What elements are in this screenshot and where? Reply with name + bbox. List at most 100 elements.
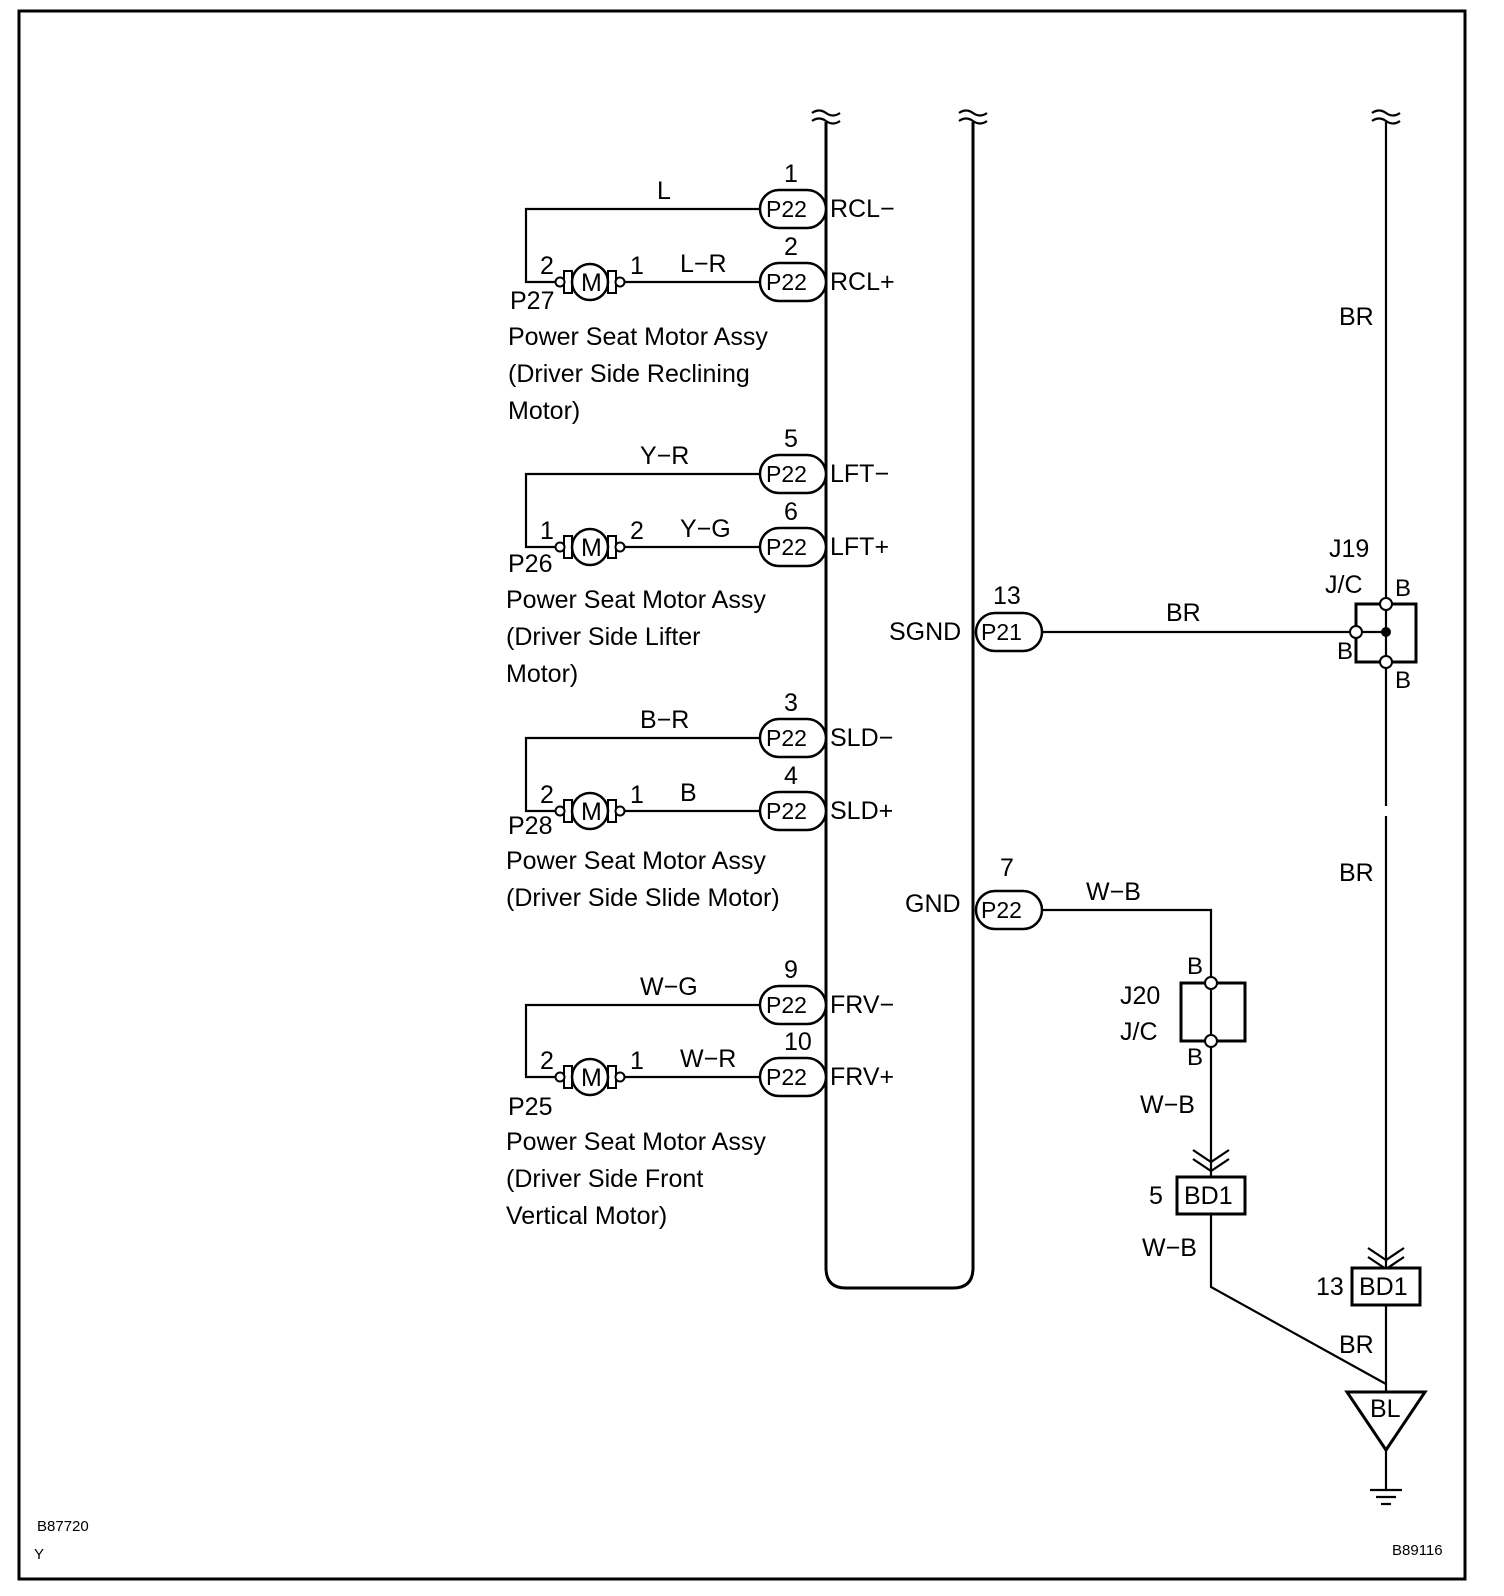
gnd-wire xyxy=(1042,908,1213,983)
j20-top-pin: B xyxy=(1187,953,1203,980)
upper-pin-number: 9 xyxy=(784,956,798,984)
break-mark-left xyxy=(811,109,841,125)
motor-symbol-letter: M xyxy=(581,534,602,562)
j20-bottom-terminal xyxy=(1204,1034,1218,1048)
ground-point-label: BL xyxy=(1370,1395,1401,1423)
break-mark-middle xyxy=(958,109,988,125)
upper-wire-color: Y−R xyxy=(640,442,689,470)
motor-name-line: (Driver Side Slide Motor) xyxy=(506,884,780,912)
motor-right-pin: 2 xyxy=(630,517,644,545)
upper-pin-number: 5 xyxy=(784,425,798,453)
j20-id: J20 xyxy=(1120,982,1160,1010)
upper-wire xyxy=(524,736,766,813)
lower-signal: LFT+ xyxy=(830,533,889,561)
lower-connector xyxy=(758,526,828,568)
motor-id: P25 xyxy=(508,1093,552,1121)
j19-junction: J19 J/C B B B xyxy=(1325,535,1418,694)
j20-type: J/C xyxy=(1120,1018,1158,1046)
bd1-left-connection: W−B BD1 5 W−B xyxy=(1140,1047,1387,1385)
right-trunk: BR BR BR xyxy=(1339,122,1388,1359)
upper-signal: LFT− xyxy=(830,460,889,488)
motor-name-line: Motor) xyxy=(506,660,578,688)
gnd-label: GND xyxy=(905,890,961,918)
bd1-right-connector: BD1 xyxy=(1359,1273,1408,1301)
upper-wire-color: B−R xyxy=(640,706,689,734)
upper-connector-label: P22 xyxy=(766,196,807,222)
motor-icon: M xyxy=(554,791,626,831)
motor-name-line: Vertical Motor) xyxy=(506,1202,667,1230)
motor-right-pin: 1 xyxy=(630,781,644,809)
j20-bottom-pin: B xyxy=(1187,1044,1203,1071)
motor-name-line: Motor) xyxy=(508,397,580,425)
j20-box xyxy=(1179,981,1247,1043)
bd1-left-pin: 5 xyxy=(1149,1182,1163,1210)
j20-junction: J20 J/C B B xyxy=(1120,953,1247,1071)
break-mark-right xyxy=(1371,109,1401,125)
motor-name-line: (Driver Side Reclining xyxy=(508,360,750,388)
lower-pin-number: 6 xyxy=(784,498,798,526)
right-trunk-wire-lower: BR xyxy=(1339,1331,1374,1359)
figure-code-left: B87720 xyxy=(37,1518,89,1535)
motor-name-line: (Driver Side Front xyxy=(506,1165,703,1193)
lower-pin-number: 4 xyxy=(784,762,798,790)
motor-left-pin: 2 xyxy=(540,781,554,809)
ground-symbol-icon xyxy=(1370,1488,1402,1506)
figure-letter-left: Y xyxy=(34,1546,44,1563)
lower-signal: SLD+ xyxy=(830,797,893,825)
upper-connector xyxy=(758,453,828,495)
j19-id: J19 xyxy=(1329,535,1369,563)
upper-wire xyxy=(524,207,766,284)
motor-symbol-letter: M xyxy=(581,269,602,297)
upper-connector-label: P22 xyxy=(766,725,807,751)
j20-top-terminal xyxy=(1204,976,1218,990)
right-trunk-wire-upper: BR xyxy=(1339,303,1374,331)
motor-id: P26 xyxy=(508,550,552,578)
j19-bottom-terminal xyxy=(1379,655,1393,669)
lower-pin-number: 2 xyxy=(784,233,798,261)
lower-pin-number: 10 xyxy=(784,1028,812,1056)
bd1-left-connector: BD1 xyxy=(1184,1182,1233,1210)
motor-name-line: Power Seat Motor Assy xyxy=(508,323,768,351)
upper-wire-color: W−G xyxy=(640,973,698,1001)
motor-icon: M xyxy=(554,1057,626,1097)
upper-wire xyxy=(524,472,766,549)
gnd-wire-color: W−B xyxy=(1086,878,1141,906)
figure-code-right: B89116 xyxy=(1392,1542,1443,1559)
lower-wire-color: Y−G xyxy=(680,515,731,543)
ground-triangle xyxy=(1344,1390,1428,1453)
motor-symbol-letter: M xyxy=(581,1064,602,1092)
motor-id: P28 xyxy=(508,812,552,840)
sgnd-connector-label: P21 xyxy=(981,619,1022,645)
j19-bottom-pin: B xyxy=(1395,667,1411,694)
sgnd-connection: SGND 13 P21 BR xyxy=(889,582,1353,653)
j19-left-terminal xyxy=(1349,625,1363,639)
motor-symbol-letter: M xyxy=(581,798,602,826)
lower-wire-color: L−R xyxy=(680,250,727,278)
j19-type: J/C xyxy=(1325,571,1363,599)
j19-splice-dot xyxy=(1381,627,1391,637)
lower-connector-label: P22 xyxy=(766,798,807,824)
bd1-right-connection: BD1 13 xyxy=(1316,1247,1422,1392)
lower-connector-label: P22 xyxy=(766,1064,807,1090)
motor-left-pin: 1 xyxy=(540,517,554,545)
ground-point: BL xyxy=(1344,1390,1428,1506)
lower-signal: RCL+ xyxy=(830,268,895,296)
lower-connector-label: P22 xyxy=(766,269,807,295)
upper-wire-color: L xyxy=(657,177,671,205)
motor-id: P27 xyxy=(510,287,554,315)
lower-connector xyxy=(758,261,828,303)
right-trunk-wire-middle: BR xyxy=(1339,859,1374,887)
upper-pin-number: 1 xyxy=(784,160,798,188)
lower-connector xyxy=(758,790,828,832)
motor-name-line: Power Seat Motor Assy xyxy=(506,1128,766,1156)
sgnd-label: SGND xyxy=(889,618,961,646)
upper-signal: FRV− xyxy=(830,991,894,1019)
lower-signal: FRV+ xyxy=(830,1063,894,1091)
upper-signal: SLD− xyxy=(830,724,893,752)
upper-connector xyxy=(758,984,828,1026)
gnd-connection: GND 7 P22 W−B xyxy=(905,854,1213,983)
bd1-left-wire-below: W−B xyxy=(1142,1234,1197,1262)
